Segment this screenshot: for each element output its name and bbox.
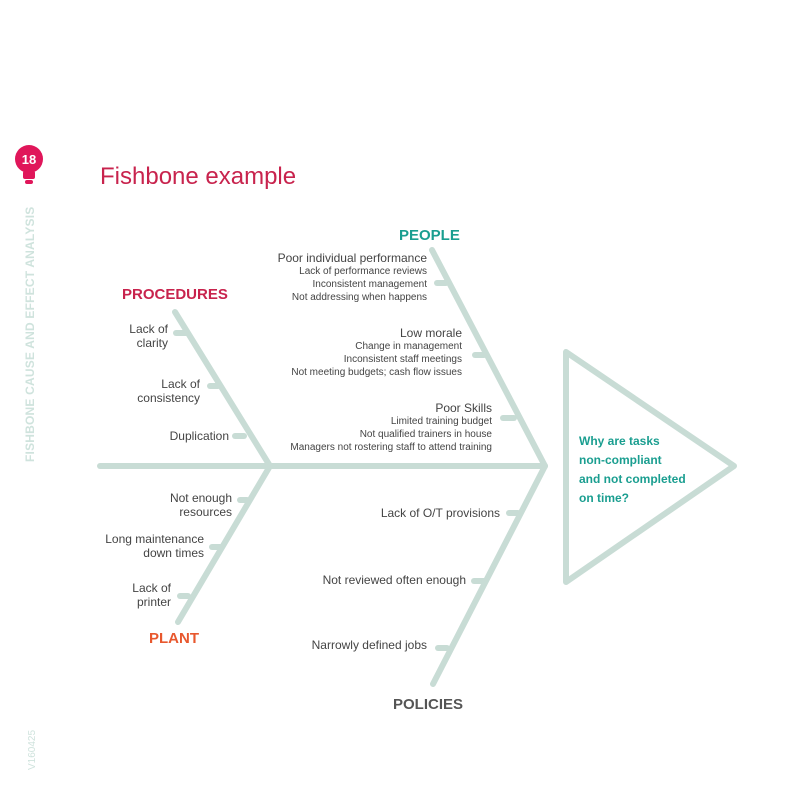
people-cause-sub: Change in management bbox=[355, 341, 462, 352]
plant-bone bbox=[175, 463, 273, 625]
people-cause-sub: Not meeting budgets; cash flow issues bbox=[291, 367, 462, 378]
policies-cause: Not reviewed often enough bbox=[322, 573, 466, 587]
page-number: 18 bbox=[22, 152, 36, 167]
people-cause-sub: Managers not rostering staff to attend t… bbox=[290, 442, 492, 453]
policies-cause: Lack of O/T provisions bbox=[380, 506, 500, 520]
people-bone bbox=[429, 247, 548, 469]
people-cause-sub: Lack of performance reviews bbox=[299, 266, 427, 277]
category-policies: POLICIES bbox=[393, 696, 464, 713]
procedures-cause: Duplication bbox=[170, 429, 229, 443]
people-cause-group: Low morale Change in management Inconsis… bbox=[291, 326, 462, 379]
policies-bone bbox=[430, 463, 548, 687]
people-cause-sub: Inconsistent staff meetings bbox=[343, 354, 462, 365]
category-people: PEOPLE bbox=[399, 227, 460, 244]
page-number-badge: 18 bbox=[15, 145, 43, 184]
people-cause-main: Poor Skills bbox=[435, 401, 492, 415]
category-procedures: PROCEDURES bbox=[122, 286, 228, 303]
people-cause-sub: Not qualified trainers in house bbox=[359, 429, 492, 440]
people-cause-main: Poor individual performance bbox=[277, 251, 427, 265]
people-cause-group: Poor Skills Limited training budget Not … bbox=[290, 401, 492, 454]
cause-line: Duplication bbox=[169, 429, 229, 443]
people-cause-group: Poor individual performance Lack of perf… bbox=[278, 251, 427, 304]
people-cause-sub: Limited training budget bbox=[390, 416, 492, 427]
procedures-bone bbox=[172, 309, 273, 469]
people-cause-main: Low morale bbox=[399, 326, 462, 340]
page-title: Fishbone example bbox=[100, 163, 297, 190]
effect-head bbox=[563, 349, 737, 585]
policies-cause: Narrowly defined jobs bbox=[311, 638, 427, 652]
people-cause-sub: Inconsistent management bbox=[312, 279, 427, 290]
people-cause-sub: Not addressing when happens bbox=[291, 292, 427, 303]
category-plant: PLANT bbox=[149, 630, 199, 647]
